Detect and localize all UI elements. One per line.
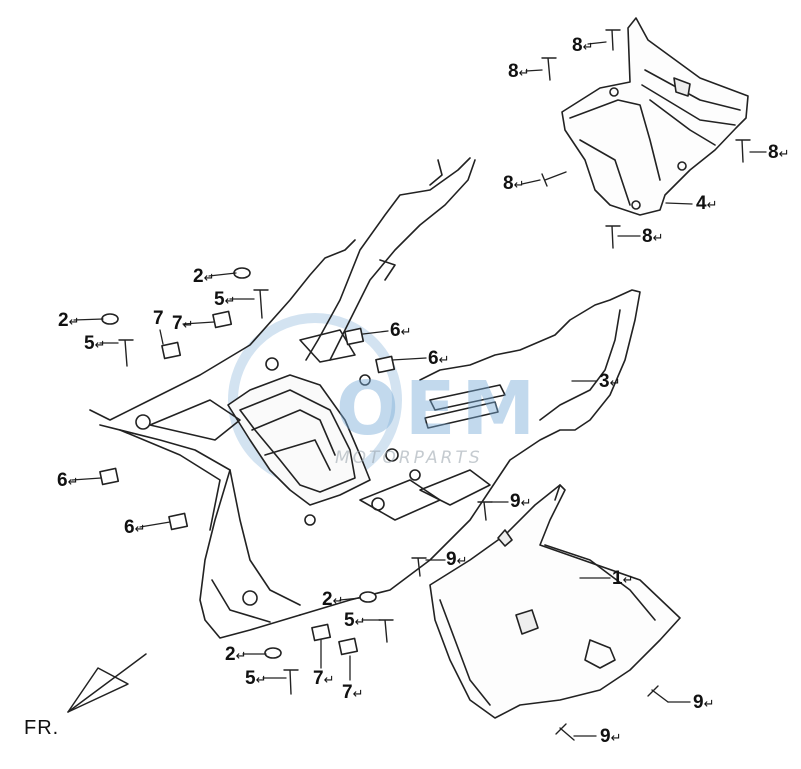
callout-8: 8↵ [508, 61, 530, 82]
callout-7: 7↵ [172, 313, 194, 334]
clip-nut [161, 341, 182, 360]
watermark-subtext: MOTORPARTS [335, 448, 483, 468]
callout-3: 3↵ [599, 371, 621, 392]
callout-7: 7↵ [342, 682, 364, 703]
callout-2: 2↵ [58, 310, 80, 331]
callout-6: 6↵ [428, 348, 450, 369]
callout-8: 8↵ [503, 173, 525, 194]
clip-nut [168, 512, 189, 531]
callout-8: 8↵ [768, 142, 790, 163]
callout-2: 2↵ [322, 589, 344, 610]
clip-nut [212, 310, 233, 329]
clip-nut [311, 623, 332, 642]
callout-9: 9↵ [693, 692, 715, 713]
callout-7: 7 [153, 308, 164, 329]
callout-9: 9↵ [510, 491, 532, 512]
callout-6: 6↵ [124, 517, 146, 538]
callout-5: 5↵ [84, 333, 106, 354]
part-1-under-cover [429, 484, 681, 719]
collar [101, 313, 119, 325]
callout-7: 7↵ [313, 668, 335, 689]
callout-2: 2↵ [193, 266, 215, 287]
part-4-rear-cover [561, 17, 749, 216]
clip-nut [344, 327, 365, 346]
clip-nut [375, 355, 396, 374]
watermark-text: OEM [336, 366, 542, 452]
callout-4: 4↵ [696, 193, 718, 214]
callout-5: 5↵ [344, 610, 366, 631]
callout-1: 1↵ [612, 568, 634, 589]
callout-2: 2↵ [225, 644, 247, 665]
front-direction-arrow [67, 653, 147, 713]
collar [359, 591, 377, 603]
callout-6: 6↵ [390, 320, 412, 341]
hardware [99, 267, 396, 659]
callout-9: 9↵ [600, 726, 622, 747]
callout-5: 5↵ [214, 289, 236, 310]
bolts [118, 29, 751, 741]
callout-8: 8↵ [642, 226, 664, 247]
callout-6: 6↵ [57, 470, 79, 491]
clip-nut [338, 637, 359, 656]
callout-9: 9↵ [446, 549, 468, 570]
leader-lines [71, 41, 767, 737]
part-3-floor-panel [89, 157, 641, 639]
collar [264, 647, 282, 659]
callout-8: 8↵ [572, 35, 594, 56]
callout-5: 5↵ [245, 668, 267, 689]
clip-nut [99, 467, 120, 486]
front-label: FR. [24, 717, 60, 739]
